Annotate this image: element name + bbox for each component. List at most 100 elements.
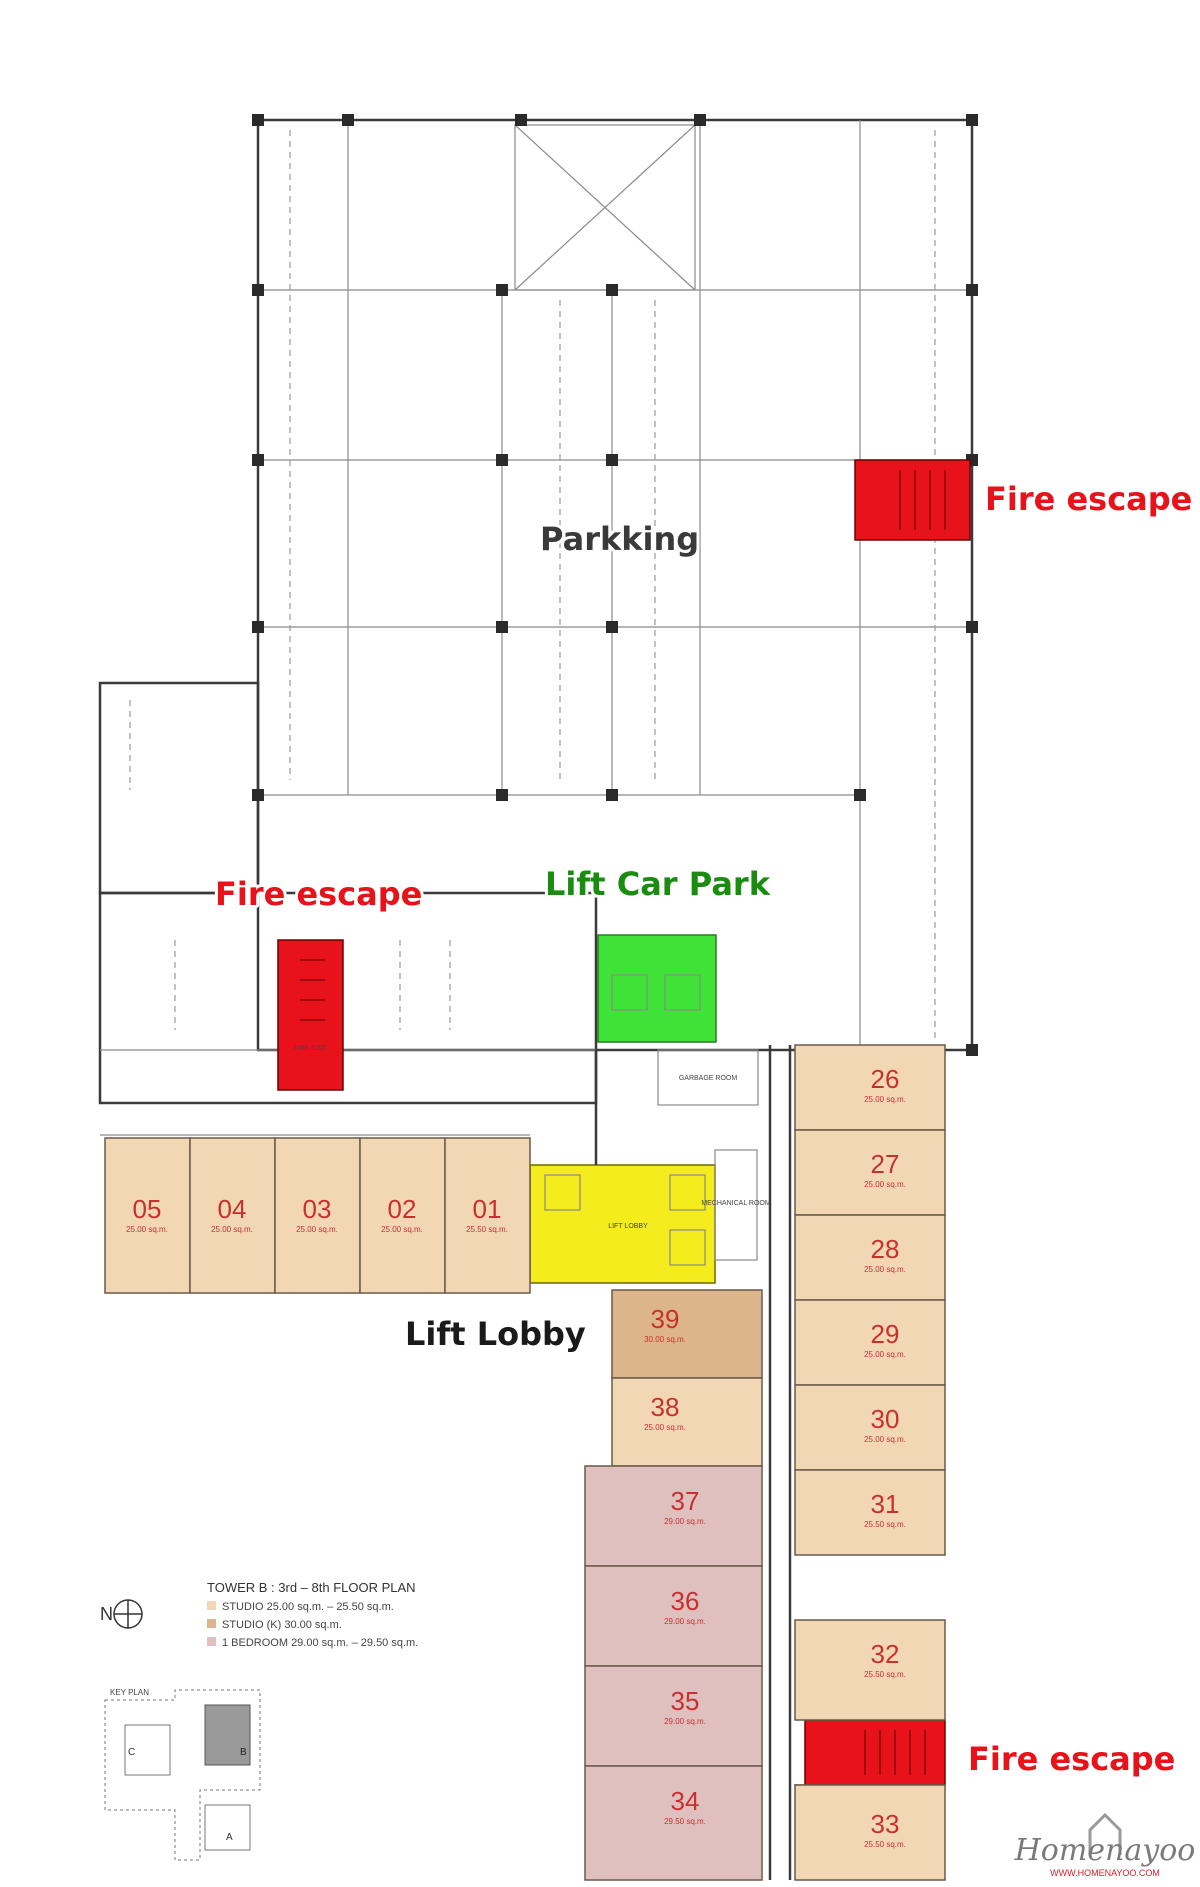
unit-03-shape	[274, 1137, 361, 1294]
unit-number: 04	[218, 1194, 247, 1224]
corridors	[100, 1045, 792, 1880]
key-plan-block-b: B	[240, 1747, 247, 1758]
unit-05-shape	[104, 1137, 191, 1294]
unit-37-shape	[584, 1465, 763, 1567]
unit-number: 32	[871, 1639, 900, 1669]
fire-escape-bottom-callout: Fire escape	[968, 1740, 1175, 1778]
unit-area: 25.00 sq.m.	[381, 1225, 423, 1234]
fire-stairs-hatching	[300, 470, 946, 1775]
parking-structure	[98, 118, 974, 1105]
brand-url: WWW.HOMENAYOO.COM	[1050, 1868, 1160, 1878]
unit-number: 01	[473, 1194, 502, 1224]
unit-number: 30	[871, 1404, 900, 1434]
unit-area: 25.00 sq.m.	[864, 1435, 906, 1444]
key-plan-block-c: C	[128, 1747, 135, 1758]
unit-number: 03	[303, 1194, 332, 1224]
lift-lobby-label: LIFT LOBBY	[608, 1223, 648, 1230]
unit-area: 25.00 sq.m.	[126, 1225, 168, 1234]
unit-area: 29.00 sq.m.	[664, 1717, 706, 1726]
structural-columns	[252, 114, 978, 1056]
unit-29-shape	[794, 1299, 946, 1386]
unit-02-shape	[359, 1137, 446, 1294]
unit-31-shape	[794, 1469, 946, 1556]
legend: TOWER B : 3rd – 8th FLOOR PLAN STUDIO 25…	[100, 1580, 418, 1649]
fire-escape-top-callout: Fire escape	[985, 480, 1192, 518]
unit-labels: 05 25.00 sq.m. 04 25.00 sq.m. 03 25.00 s…	[126, 1064, 906, 1849]
unit-area: 25.00 sq.m.	[644, 1423, 686, 1432]
unit-number: 28	[871, 1234, 900, 1264]
unit-area: 29.50 sq.m.	[664, 1817, 706, 1826]
parking-callout: Parkking	[540, 520, 699, 558]
unit-04-shape	[189, 1137, 276, 1294]
unit-area: 29.00 sq.m.	[664, 1517, 706, 1526]
unit-30-shape	[794, 1384, 946, 1471]
unit-number: 02	[388, 1194, 417, 1224]
unit-area: 25.00 sq.m.	[296, 1225, 338, 1234]
lift-lobby-core	[529, 1164, 716, 1284]
unit-area: 25.50 sq.m.	[864, 1840, 906, 1849]
unit-area: 25.00 sq.m.	[864, 1350, 906, 1359]
unit-area: 25.00 sq.m.	[864, 1265, 906, 1274]
passenger-lift-right-2	[669, 1229, 706, 1266]
fire-escape-bottom	[804, 1719, 946, 1786]
brand-name: Homenayoo	[1014, 1833, 1196, 1868]
north-label: N	[100, 1604, 113, 1624]
garbage-room-label: GARBAGE ROOM	[679, 1075, 738, 1082]
passenger-lift-left	[544, 1174, 581, 1211]
unit-area: 29.00 sq.m.	[664, 1617, 706, 1626]
unit-39-shape	[611, 1289, 763, 1379]
legend-title: TOWER B : 3rd – 8th FLOOR PLAN	[207, 1580, 416, 1595]
unit-32-box	[794, 1619, 946, 1721]
legend-swatch-studio	[207, 1601, 216, 1610]
fire-escape-left	[277, 939, 344, 1091]
unit-number: 27	[871, 1149, 900, 1179]
fire-exit-label: FIRE EXIT	[293, 1045, 327, 1052]
legend-item-one-bedroom: 1 BEDROOM 29.00 sq.m. – 29.50 sq.m.	[222, 1637, 418, 1649]
unit-33-shape	[794, 1784, 946, 1881]
fire-escape-top	[854, 459, 971, 541]
car-lift-cab-right	[664, 974, 701, 1011]
legend-swatch-one-bedroom	[207, 1637, 216, 1646]
key-plan: KEY PLAN C B A	[104, 1688, 261, 1861]
unit-area: 25.00 sq.m.	[864, 1095, 906, 1104]
unit-38-shape	[611, 1377, 763, 1467]
unit-35-shape	[584, 1665, 763, 1767]
fire-escape-left-callout: Fire escape	[215, 875, 422, 913]
garbage-room	[657, 1049, 759, 1106]
key-plan-title: KEY PLAN	[110, 1688, 149, 1697]
unit-area: 25.00 sq.m.	[211, 1225, 253, 1234]
key-plan-block-a: A	[226, 1832, 233, 1843]
car-lift-cab-left	[611, 974, 648, 1011]
unit-number: 36	[671, 1586, 700, 1616]
house-logo-icon	[1088, 1812, 1122, 1855]
unit-number: 37	[671, 1486, 700, 1516]
legend-item-studio-k: STUDIO (K) 30.00 sq.m.	[222, 1619, 342, 1631]
brand-watermark: Homenayoo WWW.HOMENAYOO.COM	[1014, 1812, 1196, 1878]
unit-number: 34	[671, 1786, 700, 1816]
unit-number: 31	[871, 1489, 900, 1519]
unit-number: 33	[871, 1809, 900, 1839]
mechanical-room	[714, 1149, 758, 1261]
unit-number: 38	[651, 1392, 680, 1422]
mechanical-room-label: MECHANICAL ROOM	[701, 1200, 771, 1207]
unit-28-shape	[794, 1214, 946, 1301]
unit-number: 35	[671, 1686, 700, 1716]
unit-34-shape	[584, 1765, 763, 1881]
unit-26-shape	[794, 1044, 946, 1131]
lift-car-park-core	[597, 934, 717, 1043]
unit-01-shape	[444, 1137, 531, 1294]
lift-lobby-callout: Lift Lobby	[405, 1315, 586, 1353]
unit-area: 25.50 sq.m.	[864, 1520, 906, 1529]
legend-swatch-studio-k	[207, 1619, 216, 1628]
legend-item-studio: STUDIO 25.00 sq.m. – 25.50 sq.m.	[222, 1601, 394, 1613]
unit-number: 05	[133, 1194, 162, 1224]
unit-36-shape	[584, 1565, 763, 1667]
unit-number: 26	[871, 1064, 900, 1094]
unit-number: 29	[871, 1319, 900, 1349]
unit-number: 39	[651, 1304, 680, 1334]
unit-area: 30.00 sq.m.	[644, 1335, 686, 1344]
unit-area: 25.00 sq.m.	[864, 1180, 906, 1189]
lift-car-park-callout: Lift Car Park	[545, 865, 771, 903]
passenger-lift-right-1	[669, 1174, 706, 1211]
